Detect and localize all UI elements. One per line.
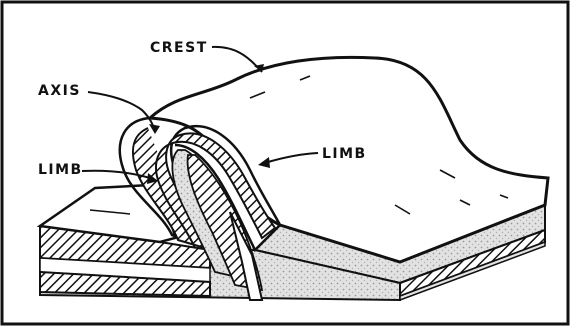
- label-axis-text: AXIS: [38, 83, 81, 99]
- label-crest-text: CREST: [150, 40, 208, 56]
- label-limb-right-text: LIMB: [322, 146, 367, 162]
- label-limb-left-text: LIMB: [38, 162, 83, 178]
